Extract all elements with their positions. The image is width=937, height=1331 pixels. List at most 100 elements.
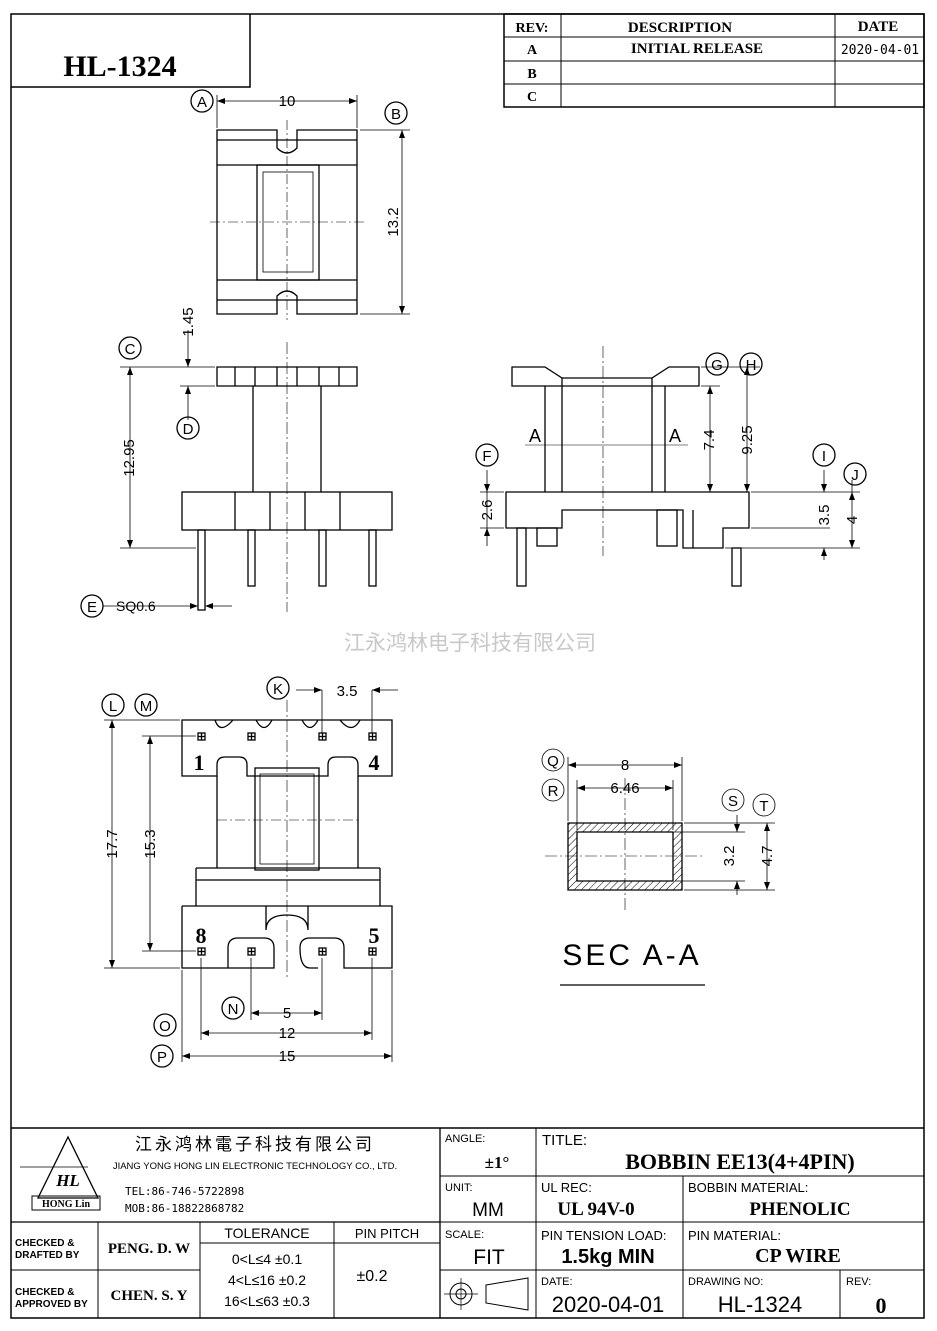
side-view (475, 346, 867, 587)
scale-label: SCALE: (445, 1229, 484, 1241)
company-name-en: JIANG YONG HONG LIN ELECTRONIC TECHNOLOG… (113, 1161, 397, 1172)
rev-row-a: A (527, 43, 538, 58)
label-c: C (125, 341, 136, 358)
label-h: H (746, 357, 757, 374)
label-n: N (228, 1001, 239, 1018)
pin-material-label: PIN MATERIAL: (688, 1228, 781, 1243)
rev-row-c: C (527, 90, 537, 105)
top-height-dim: 13.2 (385, 207, 402, 236)
rev-row-a-description: INITIAL RELEASE (631, 41, 763, 57)
rev-header: REV: (516, 21, 549, 36)
scale-value: FIT (473, 1246, 505, 1269)
pin-spacing-dim: 3.5 (337, 683, 358, 700)
label-d: D (183, 421, 194, 438)
tolerance-header: TOLERANCE (224, 1225, 309, 1241)
sheet-border (10, 13, 925, 1319)
pin-tension-label: PIN TENSION LOAD: (541, 1228, 666, 1243)
drawing-number-value: HL-1324 (718, 1292, 802, 1317)
label-t: T (759, 798, 768, 815)
section-view (541, 748, 776, 986)
checked-approved-label-2: APPROVED BY (15, 1299, 88, 1310)
rev-row-a-date: 2020-04-01 (841, 43, 919, 58)
date-label: DATE: (541, 1276, 573, 1288)
rev-value: 0 (876, 1293, 887, 1318)
date-header: DATE (858, 19, 899, 35)
side-dim-7-4: 7.4 (701, 430, 718, 451)
pin-material-value: CP WIRE (755, 1245, 841, 1267)
pin-number-5: 5 (369, 923, 380, 948)
checked-approved-label-1: CHECKED & (15, 1287, 74, 1298)
section-mark-left: A (529, 426, 541, 446)
checked-drafted-label-2: DRAFTED BY (15, 1250, 80, 1261)
top-view (190, 89, 410, 320)
bottom-dim-15: 15 (279, 1048, 296, 1065)
label-o: O (159, 1018, 171, 1035)
company-name-cn: 江永鸿林電子科技有限公司 (135, 1135, 375, 1154)
label-k: K (273, 681, 283, 698)
label-p: P (157, 1049, 167, 1066)
label-e: E (87, 599, 97, 616)
pin-pitch-value: ±0.2 (356, 1268, 387, 1285)
label-q: Q (547, 753, 559, 770)
label-s: S (728, 793, 738, 810)
angle-label: ANGLE: (445, 1133, 485, 1145)
label-g: G (711, 357, 723, 374)
rev-row-b: B (527, 67, 536, 82)
section-mark-right: A (669, 426, 681, 446)
angle-value: ±1° (485, 1153, 510, 1172)
company-mob: MOB:86-18822868782 (125, 1202, 244, 1215)
rev-label: REV: (846, 1276, 871, 1288)
front-flange-dim: 1.45 (180, 307, 197, 336)
section-inner-width-dim: 6.46 (610, 780, 639, 797)
section-outer-height-dim: 4.7 (759, 846, 776, 867)
pin-size-dim: SQ0.6 (116, 598, 156, 614)
description-header: DESCRIPTION (628, 20, 732, 36)
ul-rec-value: UL 94V-0 (557, 1199, 634, 1220)
label-l: L (109, 698, 117, 715)
company-tel: TEL:86-746-5722898 (125, 1185, 244, 1198)
section-outer-width-dim: 8 (621, 757, 629, 774)
unit-label: UNIT: (445, 1182, 473, 1194)
side-dim-3-5: 3.5 (816, 505, 833, 526)
tolerance-row-3: 16<L≤63 ±0.3 (224, 1293, 310, 1309)
side-dim-2-6: 2.6 (479, 500, 496, 521)
tolerance-row-2: 4<L≤16 ±0.2 (228, 1272, 306, 1288)
company-watermark: 江永鸿林电子科技有限公司 (344, 632, 596, 655)
label-m: M (140, 698, 153, 715)
ul-rec-label: UL REC: (541, 1180, 592, 1195)
checked-drafted-label-1: CHECKED & (15, 1238, 74, 1249)
drafted-by-name: PENG. D. W (108, 1241, 190, 1257)
bottom-dim-12: 12 (279, 1025, 296, 1042)
bobbin-material-label: BOBBIN MATERIAL: (688, 1180, 808, 1195)
label-f: F (482, 448, 491, 465)
pin-number-1: 1 (194, 750, 205, 775)
bottom-dim-5: 5 (283, 1005, 291, 1022)
drawing-number-label: DRAWING NO: (688, 1276, 763, 1288)
date-value: 2020-04-01 (552, 1292, 665, 1317)
pin-number-8: 8 (196, 923, 207, 948)
approved-by-name: CHEN. S. Y (111, 1288, 188, 1304)
tolerance-row-1: 0<L≤4 ±0.1 (232, 1251, 302, 1267)
section-caption: SEC A-A (562, 939, 701, 972)
pin-number-4: 4 (369, 750, 380, 775)
label-j: J (851, 467, 859, 484)
company-logo-icon (36, 1135, 100, 1199)
part-number-title: HL-1324 (63, 50, 176, 83)
label-b: B (391, 106, 401, 123)
side-dim-9-25: 9.25 (739, 425, 756, 454)
drawing-title: BOBBIN EE13(4+4PIN) (625, 1149, 855, 1174)
unit-value: MM (472, 1200, 504, 1221)
bottom-height-inner-dim: 15.3 (142, 829, 159, 858)
section-inner-height-dim: 3.2 (721, 846, 738, 867)
title-label: TITLE: (542, 1132, 587, 1149)
label-r: R (548, 783, 559, 800)
label-a: A (197, 94, 207, 111)
bottom-view (101, 676, 398, 1068)
title-block (11, 1127, 924, 1318)
logo-subtext: HONG Lin (42, 1199, 91, 1210)
bottom-height-total-dim: 17.7 (104, 829, 121, 858)
side-dim-4: 4 (844, 516, 861, 524)
pin-tension-value: 1.5kg MIN (561, 1246, 654, 1268)
bobbin-material-value: PHENOLIC (749, 1199, 850, 1220)
